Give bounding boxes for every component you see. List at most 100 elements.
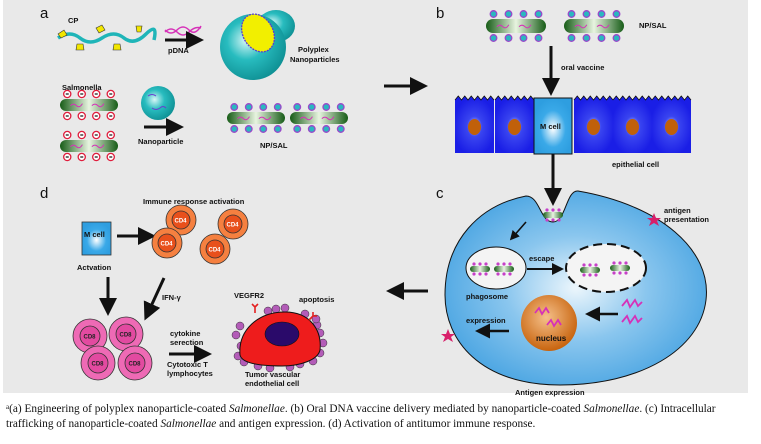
cd8-inner <box>87 352 109 374</box>
nanoparticle-coat <box>489 10 498 18</box>
epithelial-nucleus <box>587 119 600 135</box>
caption-text: (a) Engineering of polyplex nanoparticle… <box>6 403 716 430</box>
cd4-inner <box>205 239 225 259</box>
nanoparticle-coat <box>582 10 591 18</box>
escape-label: escape <box>529 254 554 263</box>
nanoparticle-label: Nanoparticle <box>138 137 183 146</box>
caption-italic-term: Salmonellae <box>229 403 285 415</box>
nanoparticle-coat <box>597 10 606 18</box>
ctl-line1: Cytotoxic T <box>167 360 208 369</box>
coat-dot <box>545 208 549 212</box>
nanoparticle-coat <box>612 34 621 42</box>
np-sal-mini <box>470 262 490 276</box>
cd8-t-cell: CD8 <box>117 345 153 381</box>
plasmid-dna <box>496 24 532 29</box>
phagosome-label: phagosome <box>466 292 508 301</box>
cytokine-line1: cytokine <box>170 329 200 338</box>
vegfr2-label: VEGFR2 <box>234 291 264 300</box>
coat-dot <box>588 273 592 277</box>
bacterium-body <box>580 267 600 273</box>
m-cell: M cell <box>533 97 573 155</box>
coat-dot <box>588 263 592 267</box>
bacterium-body <box>610 265 630 271</box>
bacterium <box>60 89 118 121</box>
microvilli <box>612 95 653 101</box>
bleb <box>231 330 241 340</box>
caption-segment: (a) Engineering of polyplex nanoparticle… <box>9 403 229 415</box>
nanoparticle-coat <box>230 125 239 133</box>
panel-b: b NP/SAL oral vaccine M cell epithelial … <box>436 5 692 206</box>
ifn-gamma-label: IFN-γ <box>162 293 182 302</box>
nanoparticle-icon <box>141 86 175 120</box>
np-sal-bacteria-b <box>486 10 624 42</box>
nanoparticle-coat <box>322 103 331 111</box>
nanoparticle-coat <box>293 125 302 133</box>
minus-sign <box>65 156 69 158</box>
coat-dot <box>478 262 482 266</box>
oral-vaccine-label: oral vaccine <box>561 63 604 72</box>
cd4-label: CD4 <box>227 223 240 229</box>
arrow-ifn-gamma <box>143 277 166 321</box>
antigen-star-icon-2 <box>441 329 455 342</box>
plasmid-dna <box>70 103 105 108</box>
nanoparticle-coat <box>336 103 345 111</box>
caption-segment: . (b) Oral DNA vaccine delivery mediated… <box>284 403 584 415</box>
vegfr2-receptor-icon-2 <box>308 312 317 321</box>
salmonella-label: Salmonella <box>62 83 102 92</box>
bacterium-body <box>543 212 563 218</box>
cytokine-line2: serection <box>170 338 204 347</box>
nanoparticle-coat <box>336 125 345 133</box>
epithelial-cell <box>612 95 653 153</box>
np-sal-mini <box>543 208 563 222</box>
coat-dot <box>508 262 512 266</box>
coat-dot <box>582 263 586 267</box>
nucleus-label: nucleus <box>536 334 567 343</box>
coat-dot <box>624 271 628 275</box>
nanoparticle-coat <box>489 34 498 42</box>
coat-dot <box>496 272 500 276</box>
released-dna <box>621 298 643 325</box>
npsal-label-b: NP/SAL <box>639 21 667 30</box>
cd4-t-cell: CD4 <box>151 227 183 259</box>
coat-dot <box>624 261 628 265</box>
vegfr2-receptor-icon-1 <box>251 303 259 313</box>
bacterium-body <box>290 112 348 124</box>
bacterium <box>486 10 546 42</box>
nanoparticle-coat <box>259 125 268 133</box>
cp-polymer-chain <box>57 27 157 44</box>
nanoparticle-dna-strands <box>147 94 167 110</box>
minus-sign <box>65 93 69 95</box>
coat-dot <box>472 262 476 266</box>
tumor-label-line1: Tumor vascular <box>245 370 300 379</box>
np-sal-mini <box>580 263 600 277</box>
minus-sign <box>80 115 84 117</box>
nanoparticle-coat <box>567 34 576 42</box>
nanoparticle-coat <box>519 10 528 18</box>
nanoparticle-coat <box>273 125 282 133</box>
nanoparticle-coat <box>259 103 268 111</box>
bacterium-body <box>60 140 118 152</box>
nanoparticle-coat <box>244 125 253 133</box>
bleb <box>235 321 245 331</box>
apoptosis-label: apoptosis <box>299 295 334 304</box>
cd8-label: CD8 <box>120 333 133 339</box>
coat-dot <box>557 208 561 212</box>
epithelial-cell <box>494 95 535 153</box>
cd4-t-cell: CD4 <box>199 233 231 265</box>
m-cell-d <box>81 221 112 256</box>
immune-activation-title: Immune response activation <box>143 197 245 206</box>
epithelial-nucleus <box>626 119 639 135</box>
coat-dot <box>594 263 598 267</box>
bacterium <box>564 10 624 42</box>
bleb <box>280 303 290 313</box>
ctl-line2: lymphocytes <box>167 369 213 378</box>
antigen-presentation-line1: antigen <box>664 206 691 215</box>
bacterium <box>60 130 118 162</box>
minus-sign <box>65 134 69 136</box>
panel-c: c phagosome escape nucleus expression an… <box>436 185 709 397</box>
escaped-bacteria <box>580 261 630 277</box>
plasmid-dna <box>237 116 272 121</box>
cd8-t-cell: CD8 <box>108 316 144 352</box>
phagosome-contents <box>470 262 514 276</box>
